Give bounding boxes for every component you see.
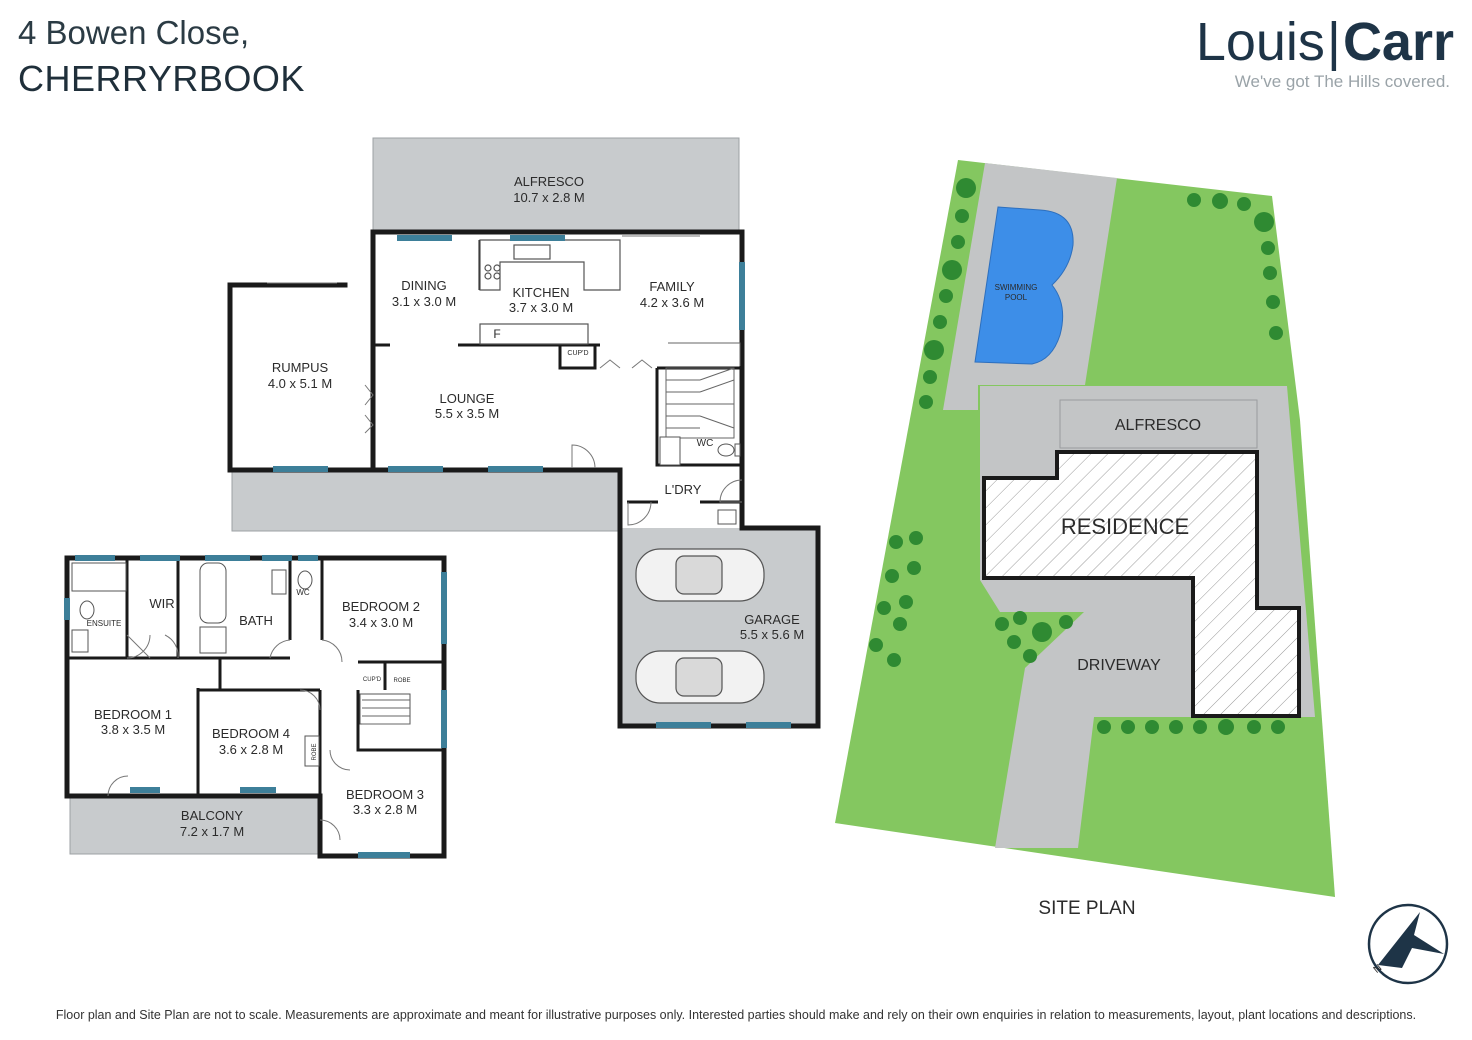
first-floor-fixtures (71, 562, 411, 767)
alfresco-area (372, 137, 740, 233)
dining-room-name: DINING (401, 278, 447, 293)
robe-label-bed4: ROBE (312, 743, 318, 760)
robe-label-bed2: ROBE (393, 678, 410, 684)
wir-label: WIR (149, 596, 174, 611)
site-alfresco-label: ALFRESCO (1115, 417, 1201, 434)
staircase-first (362, 699, 410, 725)
site-plan-title: SITE PLAN (1038, 898, 1135, 919)
bedroom-2-name: BEDROOM 2 (342, 599, 420, 614)
rumpus-room-name: RUMPUS (272, 360, 329, 375)
kitchen-room-size: 3.7 x 3.0 M (509, 300, 573, 315)
brand-logo: Louis|Carr We've got The Hills covered. (1154, 12, 1454, 102)
first-wc-label: WC (296, 588, 310, 597)
fridge-label: F (493, 327, 500, 341)
ground-cupboard-label: CUP'D (567, 350, 588, 357)
bedroom-3-size: 3.3 x 2.8 M (353, 802, 417, 817)
residence-footprint (982, 450, 1301, 718)
ground-floor-plan: ALFRESCO 10.7 x 2.8 M DINING 3.1 x 3.0 M… (227, 137, 821, 729)
balcony-name: BALCONY (181, 808, 243, 823)
brand-name: Louis|Carr (1195, 12, 1454, 72)
disclaimer-text: Floor plan and Site Plan are not to scal… (55, 1008, 1417, 1022)
kitchen-counters (479, 239, 621, 345)
lounge-room-size: 5.5 x 3.5 M (435, 406, 499, 421)
first-cupboard-label: CUP'D (363, 677, 382, 683)
family-room-name: FAMILY (649, 279, 695, 294)
bedroom-4-size: 3.6 x 2.8 M (219, 742, 283, 757)
rumpus-room-size: 4.0 x 5.1 M (268, 376, 332, 391)
ground-wc-label: WC (697, 438, 714, 449)
first-floor-plan: BEDROOM 1 3.8 x 3.5 M BEDROOM 2 3.4 x 3.… (64, 555, 447, 859)
bedroom-3-name: BEDROOM 3 (346, 787, 424, 802)
garage-room-name: GARAGE (744, 612, 800, 627)
first-floor-interior-walls (67, 558, 444, 796)
first-floor-windows (64, 555, 447, 858)
kitchen-room-name: KITCHEN (512, 285, 569, 300)
site-trees (869, 178, 1285, 735)
bedroom-1-name: BEDROOM 1 (94, 707, 172, 722)
ground-wc-fixtures (659, 436, 741, 525)
alfresco-room-name: ALFRESCO (514, 174, 584, 189)
ground-floor-doors (267, 235, 743, 526)
lounge-room-name: LOUNGE (440, 391, 495, 406)
north-compass-icon: N (1367, 903, 1449, 985)
garage-cars (635, 548, 765, 704)
laundry-label: L'DRY (665, 482, 702, 497)
brand-tagline: We've got The Hills covered. (1234, 72, 1450, 91)
bedroom-2-size: 3.4 x 3.0 M (349, 615, 413, 630)
pool-label-line1: SWIMMING (995, 283, 1038, 292)
address-line-street: 4 Bowen Close, (18, 14, 250, 51)
ground-floor-windows (273, 235, 791, 728)
swimming-pool (974, 206, 1074, 365)
site-plan: SWIMMING POOL ALFRESCO RESIDENCE DRIVEWA… (835, 160, 1335, 919)
bedroom-1-size: 3.8 x 3.5 M (101, 722, 165, 737)
address-line-suburb: CHERRYRBOOK (18, 58, 305, 99)
garage-room-size: 5.5 x 5.6 M (740, 627, 804, 642)
ensuite-label: ENSUITE (87, 619, 122, 628)
front-porch-area (231, 469, 621, 532)
balcony-size: 7.2 x 1.7 M (180, 824, 244, 839)
bedroom-4-name: BEDROOM 4 (212, 726, 290, 741)
bath-label: BATH (239, 613, 273, 628)
driveway-label: DRIVEWAY (1077, 657, 1161, 674)
family-room-size: 4.2 x 3.6 M (640, 295, 704, 310)
dining-room-size: 3.1 x 3.0 M (392, 294, 456, 309)
balcony-area (69, 795, 321, 855)
alfresco-room-size: 10.7 x 2.8 M (513, 190, 585, 205)
residence-label: RESIDENCE (1061, 514, 1189, 539)
pool-label-line2: POOL (1005, 293, 1028, 302)
site-alfresco-block (1059, 399, 1258, 449)
staircase-ground (665, 342, 741, 439)
first-floor-doors (107, 634, 351, 841)
